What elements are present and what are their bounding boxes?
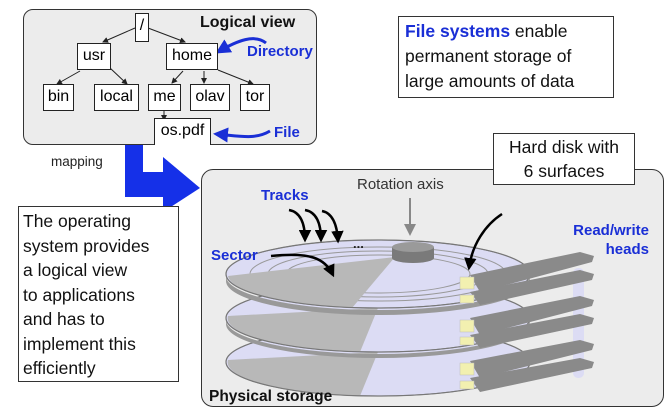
node-bin: bin — [43, 84, 74, 111]
sector-arrow — [270, 253, 335, 278]
node-tor: tor — [240, 84, 270, 111]
edge-home-tor — [217, 69, 254, 85]
track-arrow — [304, 208, 328, 243]
sector-shape — [228, 257, 395, 308]
file-systems-highlight: File systems — [405, 21, 511, 41]
spindle — [392, 242, 434, 263]
edge-usr-bin — [56, 70, 81, 85]
os-note-line: and has to — [23, 309, 105, 329]
tracks-label: Tracks — [261, 187, 309, 204]
read-write-heads-label: Read/write heads — [560, 221, 649, 259]
sector-label: Sector — [211, 247, 258, 264]
node-usr: usr — [77, 43, 111, 70]
os-note-line: to applications — [23, 284, 135, 305]
track-arrow — [321, 209, 344, 244]
node-local: local — [94, 84, 139, 111]
node-root: / — [135, 13, 149, 42]
hard-disk-line1: Hard disk with — [509, 137, 619, 157]
file-systems-note: File systems enable permanent storage of… — [398, 16, 614, 98]
physical-storage-title: Physical storage — [209, 388, 333, 405]
read-write-arms — [470, 252, 594, 392]
node-me: me — [148, 84, 181, 111]
file-arrow — [213, 127, 271, 143]
os-note-line: implement this — [23, 333, 136, 354]
file-systems-line1-rest: enable — [510, 21, 568, 41]
track-arrow — [288, 208, 312, 243]
rotation-axis-label: Rotation axis — [357, 176, 444, 193]
edge-home-me — [171, 70, 184, 84]
os-note-line: The operating — [23, 211, 131, 231]
node-home: home — [166, 43, 218, 70]
os-note: The operating system provides a logical … — [18, 206, 179, 382]
hard-disk-line2: 6 surfaces — [523, 161, 605, 181]
node-file-os-pdf: os.pdf — [154, 118, 211, 145]
os-note-line: a logical view — [23, 260, 128, 280]
file-systems-line3: large amounts of data — [405, 71, 575, 91]
directory-label: Directory — [247, 43, 313, 60]
file-label: File — [274, 124, 300, 141]
mapping-label: mapping — [51, 154, 103, 169]
node-olav: olav — [190, 84, 230, 111]
more-tracks-ellipsis: ... — [353, 236, 364, 251]
head-arrow — [464, 212, 503, 271]
edge-usr-local — [109, 67, 128, 85]
read-write-label-line2: heads — [605, 241, 649, 258]
file-systems-line2: permanent storage of — [405, 46, 572, 66]
read-write-heads — [459, 276, 475, 390]
os-note-line: efficiently — [23, 358, 96, 378]
logical-view-title: Logical view — [200, 14, 296, 31]
edge-root-home — [147, 27, 186, 44]
hard-disk-note: Hard disk with 6 surfaces — [493, 133, 635, 185]
directory-arrow — [215, 37, 267, 54]
os-note-line: system provides — [23, 235, 150, 256]
edge-root-usr — [102, 27, 136, 43]
read-write-label-line1: Read/write — [573, 222, 649, 239]
mapping-arrow — [125, 145, 200, 212]
